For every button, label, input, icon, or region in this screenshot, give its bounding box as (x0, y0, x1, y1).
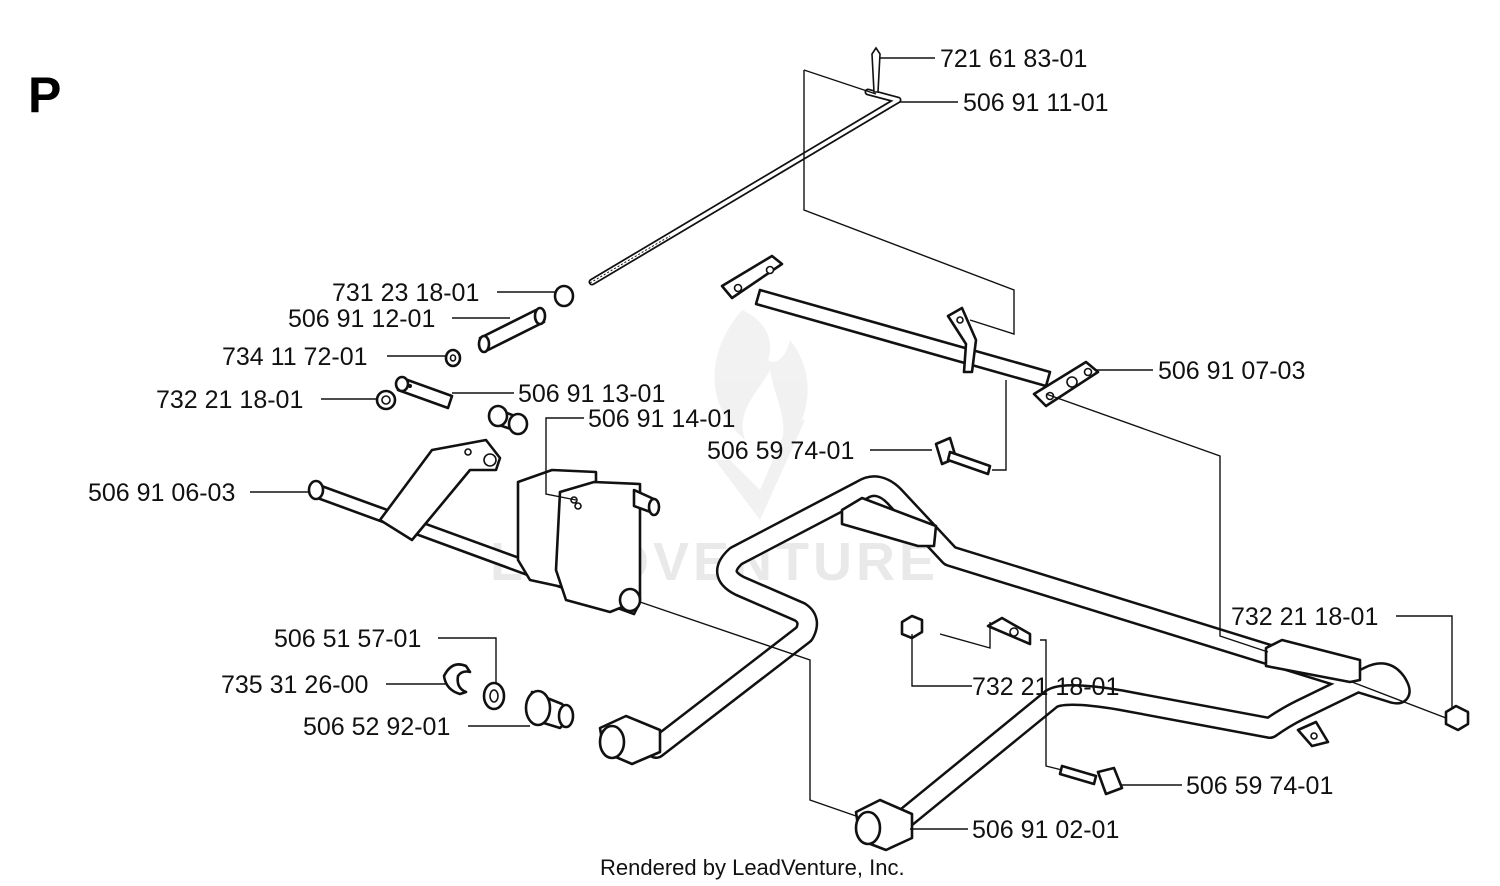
part-label-main-tube-frame: 506 91 02-01 (972, 816, 1119, 844)
part-label-hex-nut-left: 732 21 18-01 (156, 386, 303, 414)
pivot-pin (394, 375, 454, 410)
part-label-bushing-small: 506 91 14-01 (588, 405, 735, 433)
part-label-upper-pivot-bar: 506 91 07-03 (1158, 357, 1305, 385)
part-label-bolt-upper: 506 59 74-01 (707, 437, 854, 465)
washer-small (444, 348, 462, 368)
hex-nut-right (1444, 704, 1470, 732)
retaining-clip (442, 663, 472, 696)
bushing-small (487, 404, 529, 436)
footer-credit: Rendered by LeadVenture, Inc. (600, 855, 905, 880)
cotter-pin (871, 46, 881, 93)
part-label-hex-nut-top: 731 23 18-01 (332, 279, 479, 307)
part-label-pivot-pin: 506 91 13-01 (518, 380, 665, 408)
page-letter: P (28, 67, 61, 123)
hex-nut-top (553, 284, 575, 308)
parts-drawing (307, 46, 1470, 852)
leader-lines (250, 57, 1453, 830)
hex-nut-middle (900, 614, 924, 640)
leadventure-flame-logo (714, 310, 808, 520)
part-label-left-pivot-assembly: 506 91 06-03 (88, 479, 235, 507)
part-label-control-rod: 506 91 11-01 (963, 89, 1109, 117)
bolt-lower (1058, 764, 1124, 796)
upper-pivot-bar (720, 254, 1100, 408)
part-label-hex-nut-right: 732 21 18-01 (1231, 603, 1378, 631)
part-label-flanged-bushing: 506 52 92-01 (303, 713, 450, 741)
spacer-tube (477, 306, 547, 354)
part-label-washer-small: 734 11 72-01 (222, 343, 368, 371)
control-rod (588, 88, 902, 286)
part-label-hex-nut-middle: 732 21 18-01 (972, 673, 1119, 701)
part-label-washer-large: 506 51 57-01 (274, 625, 421, 653)
washer-large (482, 681, 506, 711)
part-label-bolt-lower: 506 59 74-01 (1186, 772, 1333, 800)
part-label-spacer-tube: 506 91 12-01 (288, 305, 435, 333)
main-tube-frame (598, 475, 1411, 852)
bolt-upper (934, 436, 992, 476)
flanged-bushing (524, 689, 575, 730)
part-labels: 721 61 83-01 506 91 11-01 731 23 18-01 5… (88, 45, 1378, 844)
hex-nut-left (375, 389, 397, 411)
part-label-cotter-pin: 721 61 83-01 (940, 45, 1087, 73)
left-pivot-assembly (307, 438, 661, 616)
part-label-retaining-clip: 735 31 26-00 (221, 671, 368, 699)
